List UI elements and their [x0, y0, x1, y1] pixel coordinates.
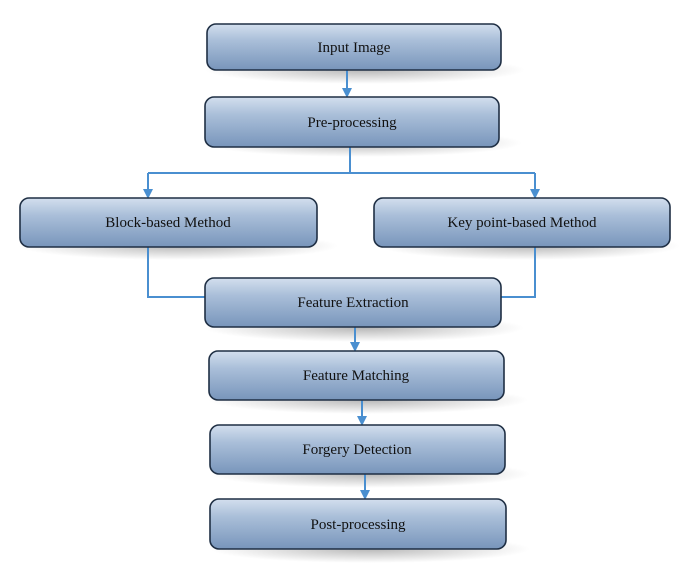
node-block-based-method: Block-based Method [19, 197, 318, 248]
node-label-pre-processing: Pre-processing [307, 115, 397, 131]
node-label-post-processing: Post-processing [311, 517, 406, 533]
connectors [143, 70, 540, 500]
node-key-point-based-method: Key point-based Method [373, 197, 671, 248]
node-post-processing: Post-processing [209, 498, 507, 550]
line-block-based-to-feature-extraction [147, 247, 207, 298]
node-label-feature-extraction: Feature Extraction [297, 295, 409, 311]
node-feature-matching: Feature Matching [208, 350, 505, 401]
node-label-input-image: Input Image [318, 40, 391, 56]
node-label-block-based-method: Block-based Method [105, 215, 231, 231]
node-label-feature-matching: Feature Matching [303, 368, 410, 384]
node-pre-processing: Pre-processing [204, 96, 500, 148]
node-forgery-detection: Forgery Detection [209, 424, 506, 475]
node-feature-extraction: Feature Extraction [204, 277, 502, 328]
node-label-key-point-based-method: Key point-based Method [447, 215, 597, 231]
node-label-forgery-detection: Forgery Detection [302, 442, 412, 458]
line-key-point-to-feature-extraction [501, 247, 536, 298]
node-input-image: Input Image [206, 23, 502, 71]
